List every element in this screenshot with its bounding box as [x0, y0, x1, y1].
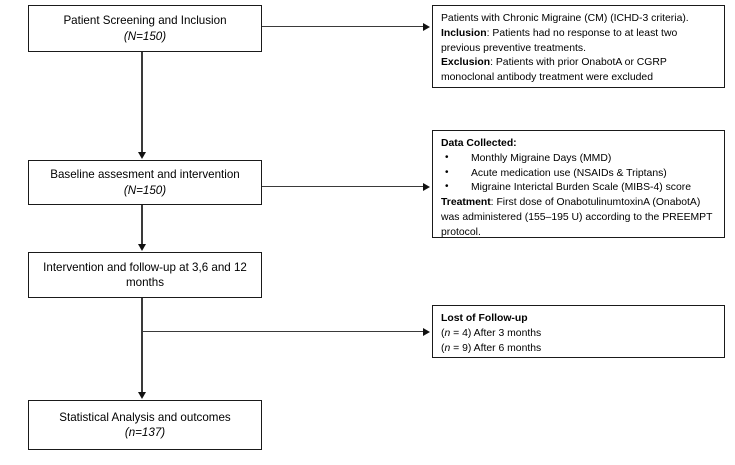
criteria-inclusion-label: Inclusion — [441, 27, 487, 39]
lost-row1-open: ( — [441, 327, 445, 339]
criteria-exclusion: Exclusion: Patients with prior OnabotA o… — [441, 56, 716, 86]
box-patient-screening-count: (N=150) — [123, 29, 167, 43]
connector-screening-to-criteria — [262, 26, 424, 28]
lost-followup-row-1: (n = 4) After 3 months — [441, 327, 716, 342]
lost-followup-row-2: (n = 9) After 6 months — [441, 342, 716, 357]
box-baseline-assessment-title: Baseline assesment and intervention — [50, 168, 240, 182]
connector-baseline-to-data — [262, 186, 424, 188]
arrowhead-spine-to-lost-followup — [423, 327, 430, 336]
box-statistical-analysis: Statistical Analysis and outcomes (n=137… — [28, 400, 262, 450]
box-patient-screening: Patient Screening and Inclusion (N=150) — [28, 5, 262, 52]
criteria-exclusion-text: : Patients with prior OnabotA or CGRP mo… — [441, 57, 667, 84]
criteria-inclusion-text: : Patients had no response to at least t… — [441, 27, 678, 54]
connector-followup-to-analysis — [141, 298, 143, 393]
connector-screening-to-baseline — [141, 52, 143, 153]
lost-followup-heading: Lost of Follow-up — [441, 313, 528, 324]
criteria-exclusion-label: Exclusion — [441, 57, 491, 69]
box-baseline-assessment: Baseline assesment and intervention (N=1… — [28, 160, 262, 205]
criteria-line-1: Patients with Chronic Migraine (CM) (ICH… — [441, 13, 689, 24]
side-box-eligibility-criteria: Patients with Chronic Migraine (CM) (ICH… — [432, 5, 725, 88]
arrowhead-baseline-to-followup — [137, 244, 146, 251]
treatment-text: : First dose of OnabotulinumtoxinA (Onab… — [441, 197, 713, 238]
box-patient-screening-title: Patient Screening and Inclusion — [63, 14, 227, 28]
lost-row1-value: = 4) After 3 months — [450, 327, 542, 339]
box-baseline-assessment-count: (N=150) — [123, 183, 167, 197]
box-statistical-analysis-count: (n=137) — [124, 426, 166, 439]
arrowhead-followup-to-analysis — [137, 392, 146, 399]
connector-spine-to-lost-followup — [141, 331, 424, 333]
arrowhead-screening-to-criteria — [423, 22, 430, 31]
lost-row1-n: n — [444, 327, 451, 339]
treatment-paragraph: Treatment: First dose of Onabotulinumtox… — [441, 196, 716, 240]
lost-row2-open: ( — [441, 342, 445, 354]
arrowhead-screening-to-baseline — [137, 152, 146, 159]
list-item: Monthly Migraine Days (MMD) — [441, 151, 716, 167]
list-item: Migraine Interictal Burden Scale (MIBS-4… — [441, 180, 716, 196]
lost-row2-value: = 9) After 6 months — [450, 342, 542, 354]
box-statistical-analysis-title: Statistical Analysis and outcomes — [59, 410, 231, 424]
treatment-label: Treatment — [441, 197, 491, 209]
connector-baseline-to-followup — [141, 205, 143, 245]
side-box-data-and-treatment: Data Collected: Monthly Migraine Days (M… — [432, 130, 725, 238]
list-item: Acute medication use (NSAIDs & Triptans) — [441, 166, 716, 182]
arrowhead-baseline-to-data — [423, 182, 430, 191]
box-intervention-followup-title: Intervention and follow-up at 3,6 and 12… — [43, 260, 247, 289]
data-collected-label: Data Collected: — [441, 138, 517, 149]
data-collected-list: Monthly Migraine Days (MMD) Acute medica… — [441, 151, 716, 196]
lost-row2-n: n — [444, 342, 451, 354]
box-intervention-followup: Intervention and follow-up at 3,6 and 12… — [28, 252, 262, 298]
criteria-inclusion: Inclusion: Patients had no response to a… — [441, 27, 716, 57]
side-box-lost-followup: Lost of Follow-up (n = 4) After 3 months… — [432, 305, 725, 358]
